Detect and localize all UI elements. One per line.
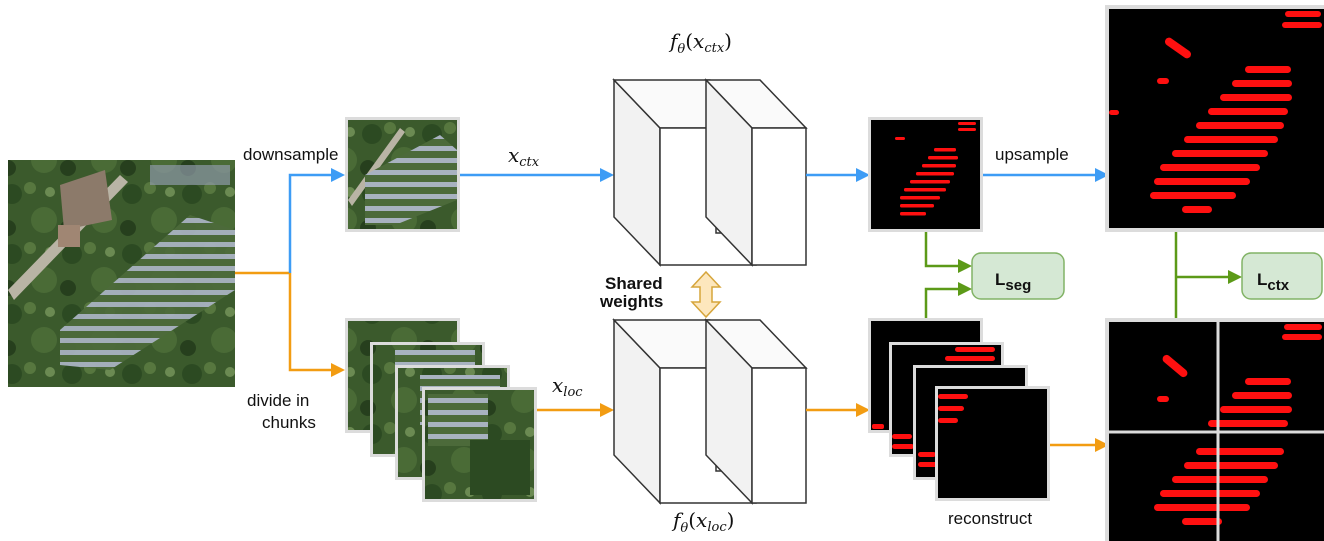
loc-prediction-chunks xyxy=(868,318,1050,501)
downsampled-image xyxy=(345,117,460,232)
f-theta-ctx-label: fθ(xctx) xyxy=(668,29,732,57)
image-chunk xyxy=(422,387,537,502)
ctx-loss-label: Lctx xyxy=(1257,270,1290,294)
upsampled-ctx-mask xyxy=(1105,5,1324,232)
local-path: divide in chunks xyxy=(247,273,1324,541)
shared-weights-arrow-icon xyxy=(690,270,722,319)
x-ctx-label: xctx xyxy=(508,143,540,170)
seg-loss-box xyxy=(971,252,1065,300)
divide-arrow xyxy=(288,273,333,372)
downsample-arrow xyxy=(288,173,333,273)
downsample-label: downsample xyxy=(243,145,338,164)
losses: Lseg Lctx xyxy=(924,232,1323,318)
upsample-label: upsample xyxy=(995,145,1069,164)
ctx-prediction-mask xyxy=(868,117,983,232)
shared-weights: Shared weights xyxy=(599,270,722,319)
network-ctx xyxy=(612,78,808,267)
ctx-loss-box xyxy=(1241,252,1323,300)
seg-loss-label: Lseg xyxy=(995,270,1031,294)
seg-loss-line-ctx xyxy=(924,232,958,268)
context-path: downsample xctx fθ(xctx) xyxy=(235,5,1324,275)
input-aerial-image xyxy=(8,160,235,387)
loc-prediction-mask xyxy=(935,386,1050,501)
shared-weights-label-1: Shared xyxy=(605,274,663,293)
f-theta-loc-label: fθ(xloc) xyxy=(671,508,734,536)
divide-label-1: divide in xyxy=(247,391,309,410)
reconstruct-label: reconstruct xyxy=(948,509,1032,528)
network-loc xyxy=(612,318,808,505)
divide-label-2: chunks xyxy=(262,413,316,432)
x-loc-label: xloc xyxy=(552,373,583,400)
reconstructed-loc-mask xyxy=(1105,318,1324,541)
shared-weights-label-2: weights xyxy=(599,292,663,311)
seg-loss-line-loc xyxy=(924,287,958,318)
image-chunks xyxy=(345,318,537,502)
